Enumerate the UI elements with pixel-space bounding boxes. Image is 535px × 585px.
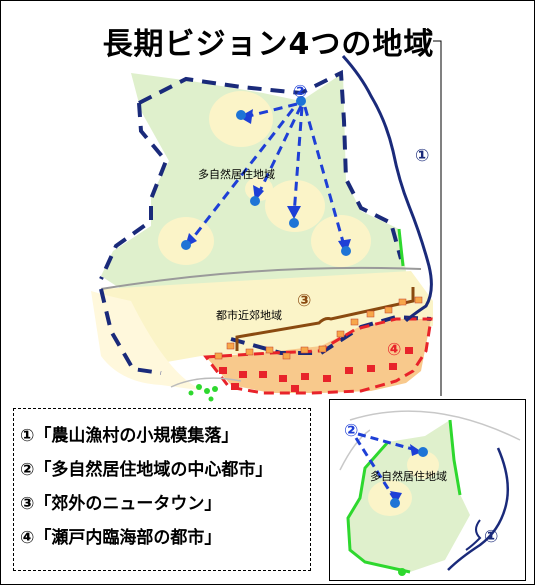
legend-item: ④「瀬戸内臨海部の都市」 xyxy=(20,528,222,548)
suburb-dots xyxy=(214,296,423,360)
radial-arrows xyxy=(187,102,347,250)
inset-map: ② 多自然居住地域 ① xyxy=(329,399,526,581)
highway-line xyxy=(100,266,422,290)
page-title: 長期ビジョン4つの地域 xyxy=(102,27,435,62)
coastal-dots xyxy=(219,347,413,392)
city-dots xyxy=(181,96,351,256)
island-marks xyxy=(188,384,218,402)
area-1-boundary-line xyxy=(341,54,433,323)
area-1-number: ① xyxy=(415,146,429,166)
inset-area-1-number: ① xyxy=(484,527,498,547)
inset-map-drawing: ② 多自然居住地域 ① xyxy=(339,410,521,576)
area-2-number: ② xyxy=(293,82,307,102)
legend-item: ①「農山漁村の小規模集落」 xyxy=(20,426,239,446)
nature-region-label: 多自然居住地域 xyxy=(198,167,275,181)
legend-box: ①「農山漁村の小規模集落」 ②「多自然居住地域の中心都市」 ③「郊外のニュータウ… xyxy=(13,408,311,571)
inset-area-1-line xyxy=(447,447,509,571)
area-3-number: ③ xyxy=(297,291,311,311)
legend-item: ②「多自然居住地域の中心都市」 xyxy=(20,460,273,480)
area-4-number: ④ xyxy=(387,340,401,360)
inset-area-2-number: ② xyxy=(344,421,358,441)
inset-nature-label: 多自然居住地域 xyxy=(370,469,447,483)
legend-item: ③「郊外のニュータウン」 xyxy=(20,494,222,514)
suburb-region-label: 都市近郊地域 xyxy=(216,308,282,322)
area-3-brace xyxy=(235,287,415,351)
nature-region-boundary xyxy=(138,69,403,260)
